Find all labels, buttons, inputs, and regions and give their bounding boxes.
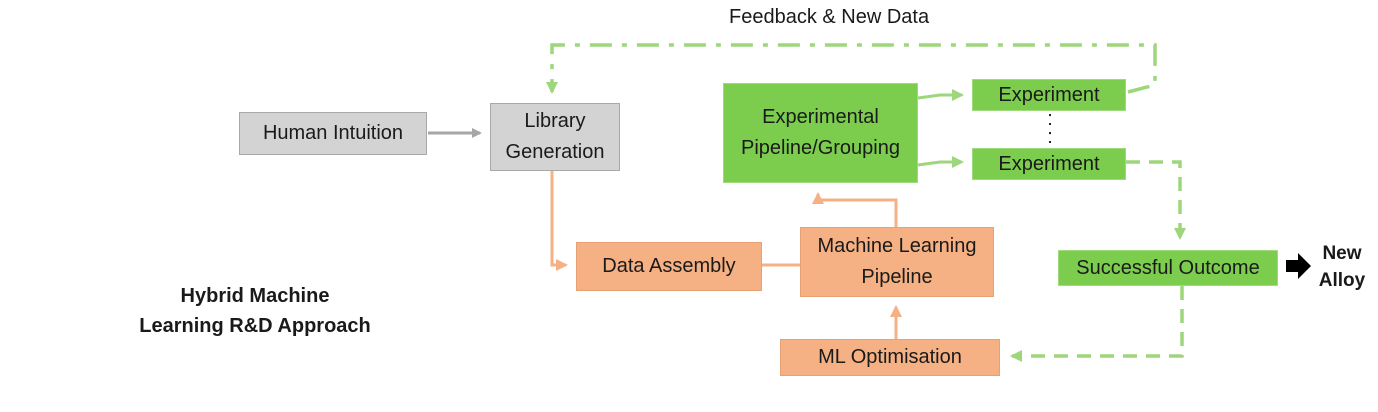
diagram-title: Hybrid Machine Learning R&D Approach [100,281,410,341]
ml-pipeline-box: Machine Learning Pipeline [800,227,994,297]
diagram-title-line-1: Hybrid Machine [180,285,330,307]
library-generation-box: Library Generation [490,103,620,171]
ml-pipeline-line-2: Pipeline [861,266,933,288]
ellipsis-dots-2: : [1047,126,1053,148]
ellipsis-dots-1: : [1047,108,1053,130]
new-alloy-line-1: New [1322,243,1362,264]
human-intuition-label: Human Intuition [262,122,404,144]
ml-optimisation-box: ML Optimisation [780,339,1000,376]
arrow-library-to-data-assembly [550,170,568,271]
ml-optimisation-label: ML Optimisation [818,346,962,368]
successful-outcome-label: Successful Outcome [1076,256,1260,279]
experiment-box-2: Experiment [972,148,1126,180]
experiment-2-label: Experiment [998,152,1100,175]
data-assembly-label: Data Assembly [602,255,736,277]
successful-outcome-box: Successful Outcome [1058,250,1278,286]
experiment-box-1: Experiment [972,79,1126,111]
arrow-outcome-to-ml-optimisation [1010,286,1184,362]
new-alloy-label: New Alloy [1310,240,1374,294]
ml-pipeline-line-1: Machine Learning [817,235,977,257]
arrow-experimental-to-experiment-2 [917,156,964,168]
arrow-outcome-to-new-alloy [1286,253,1311,279]
experiment-1-label: Experiment [998,83,1100,106]
experimental-pipeline-box: Experimental Pipeline/Grouping [723,83,918,183]
arrow-feedback-loop [546,43,1157,94]
new-alloy-line-2: Alloy [1318,270,1366,291]
library-generation-line-1: Library [524,110,586,132]
experiment-ellipsis: : : [1040,108,1060,148]
diagram-title-line-2: Learning R&D Approach [139,315,371,337]
arrow-experimental-to-experiment-1 [917,89,964,101]
human-intuition-box: Human Intuition [239,112,427,155]
experimental-pipeline-line-2: Pipeline/Grouping [741,137,900,159]
experimental-pipeline-line-1: Experimental [762,106,879,128]
arrow-experiment-to-outcome [1126,160,1186,240]
arrow-ml-pipeline-to-experimental [812,192,898,227]
library-generation-line-2: Generation [505,141,605,163]
data-assembly-box: Data Assembly [576,242,762,291]
feedback-label: Feedback & New Data [729,6,930,28]
